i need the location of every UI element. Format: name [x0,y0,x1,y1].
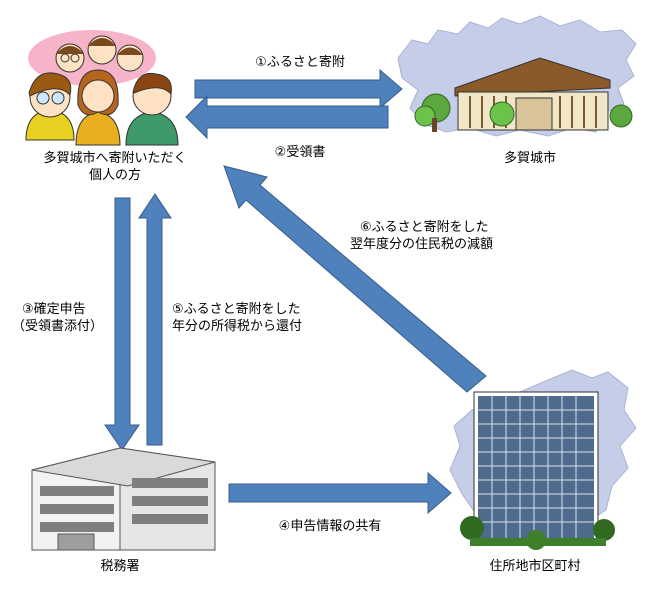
step6-label: ⑥ふるさと寄附をした 翌年度分の住民税の減額 [350,219,493,253]
donor-family-illustration [25,30,179,146]
step3-label-line1: ③確定申告 [22,302,86,317]
step1-label: ①ふるさと寄附 [255,55,345,70]
tagajo-city-hall-illustration [397,15,637,137]
step3-label-line2: （受領書添付） [12,319,104,334]
step3-label: ③確定申告 （受領書添付） [12,301,103,335]
donor-label-line1: 多賀城市へ寄附いただく [43,151,187,166]
residence-municipality-illustration [449,369,637,550]
step4-label: ④申告情報の共有 [278,519,382,534]
donor-label: 多賀城市へ寄附いただく 個人の方 [20,150,210,184]
arrow-income-tax-refund [138,193,172,446]
arrow-info-sharing [228,471,452,515]
arrow-resident-tax-reduction [223,165,487,393]
woman-face [81,79,115,113]
city-label: 多賀城市 [503,151,556,166]
arrow-donation [194,68,403,110]
tax-office-illustration [31,447,216,551]
arrow-receipt [185,94,389,140]
step2-label: ②受領書 [274,145,326,160]
step5-label-line1: ⑤ふるさと寄附をした [172,302,301,317]
step5-label: ⑤ふるさと寄附をした 年分の所得税から還付 [172,301,302,335]
residence-municipality-label: 住所地市区町村 [489,559,581,574]
tax-office-label: 税務署 [100,559,140,574]
step6-label-line1: ⑥ふるさと寄附をした [360,220,489,235]
step5-label-line2: 年分の所得税から還付 [172,319,303,334]
step6-label-line2: 翌年度分の住民税の減額 [350,237,494,252]
donor-label-line2: 個人の方 [88,168,141,183]
arrow-tax-return [104,197,140,451]
